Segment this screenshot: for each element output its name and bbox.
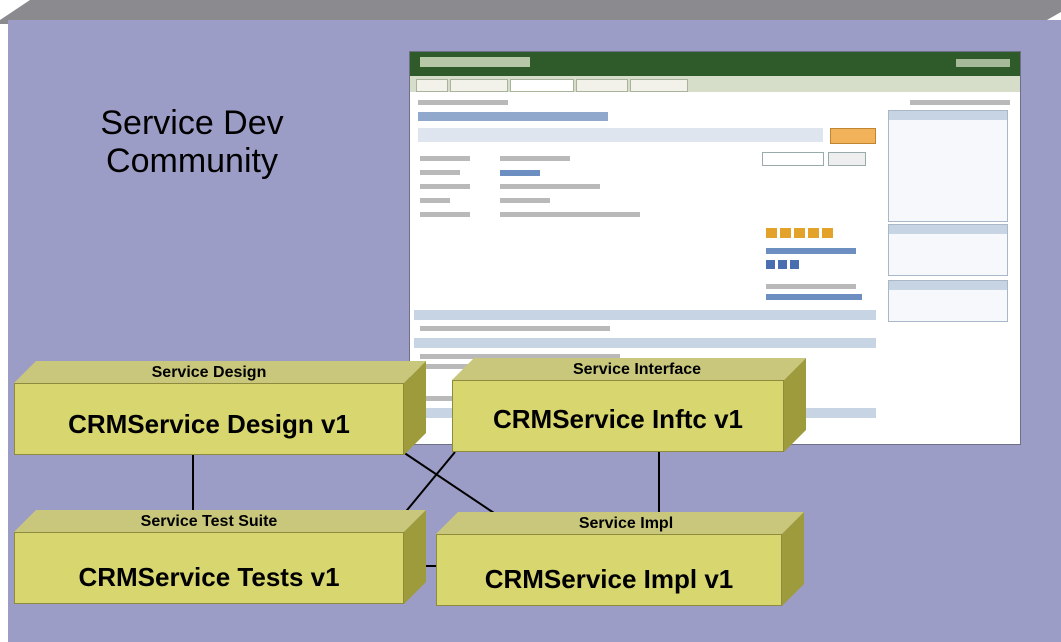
box-category-label: Service Interface <box>572 361 702 378</box>
screenshot-value <box>500 184 600 189</box>
screenshot-label <box>420 170 460 175</box>
screenshot-label <box>420 198 450 203</box>
screenshot-rating-link <box>766 248 856 254</box>
screenshot-value <box>500 156 570 161</box>
screenshot-description-text <box>420 326 610 331</box>
screenshot-star-rating <box>766 228 836 238</box>
screenshot-sidebar-subscriptions <box>888 280 1008 322</box>
screenshot-user-name <box>956 59 1010 67</box>
screenshot-tab <box>416 79 448 92</box>
service-interface-box: Service Interface CRMService Inftc v1 <box>452 358 806 452</box>
screenshot-app-name <box>420 57 530 67</box>
title-line-2: Community <box>106 142 278 180</box>
screenshot-tab <box>450 79 508 92</box>
screenshot-categories-header <box>414 338 876 348</box>
box-3d-shape <box>14 510 426 604</box>
box-3d-shape <box>14 361 426 455</box>
screenshot-category-row <box>420 354 620 359</box>
screenshot-tab-bar <box>410 76 1020 92</box>
screenshot-header-links <box>910 100 1010 105</box>
screenshot-sidebar-tools <box>888 110 1008 222</box>
box-artifact-name: CRMService Impl v1 <box>484 564 734 594</box>
screenshot-asset-title <box>418 112 608 121</box>
screenshot-tab <box>576 79 628 92</box>
title-line-1: Service Dev <box>100 104 284 142</box>
connector-interface-tests <box>402 451 456 516</box>
screenshot-tab <box>630 79 688 92</box>
service-impl-box: Service Impl CRMService Impl v1 <box>436 512 804 606</box>
screenshot-breadcrumb <box>418 100 508 105</box>
screenshot-tab <box>510 79 574 92</box>
screenshot-secondary-rating <box>766 260 802 269</box>
box-3d-shape <box>452 358 806 452</box>
box-artifact-name: CRMService Tests v1 <box>78 562 340 592</box>
box-category-label: Service Impl <box>578 515 674 532</box>
screenshot-value-link <box>500 170 540 176</box>
screenshot-detail-tabs <box>418 128 823 142</box>
service-test-suite-box: Service Test Suite CRMService Tests v1 <box>14 510 426 604</box>
screenshot-title-bar <box>410 52 1020 76</box>
screenshot-label <box>420 184 470 189</box>
box-artifact-name: CRMService Design v1 <box>68 409 350 439</box>
box-category-label: Service Design <box>151 364 267 381</box>
slide-top-bevel <box>0 0 1061 24</box>
box-artifact-name: CRMService Inftc v1 <box>493 404 743 434</box>
slide-title: Service Dev Community <box>62 104 322 180</box>
screenshot-description-header <box>414 310 876 320</box>
screenshot-value <box>500 198 550 203</box>
box-3d-shape <box>436 512 804 606</box>
service-design-box: Service Design CRMService Design v1 <box>14 361 426 455</box>
screenshot-rating-box <box>762 152 824 166</box>
top-bevel-shape <box>0 0 1061 24</box>
screenshot-label <box>420 156 470 161</box>
connector-design-impl <box>402 451 498 516</box>
screenshot-meta-link <box>766 294 862 300</box>
screenshot-meta <box>766 284 856 289</box>
screenshot-value <box>500 212 640 217</box>
screenshot-rate-button <box>828 152 866 166</box>
screenshot-download-button <box>830 128 876 144</box>
screenshot-sidebar-tags <box>888 224 1008 276</box>
screenshot-label <box>420 212 470 217</box>
box-category-label: Service Test Suite <box>140 513 278 530</box>
